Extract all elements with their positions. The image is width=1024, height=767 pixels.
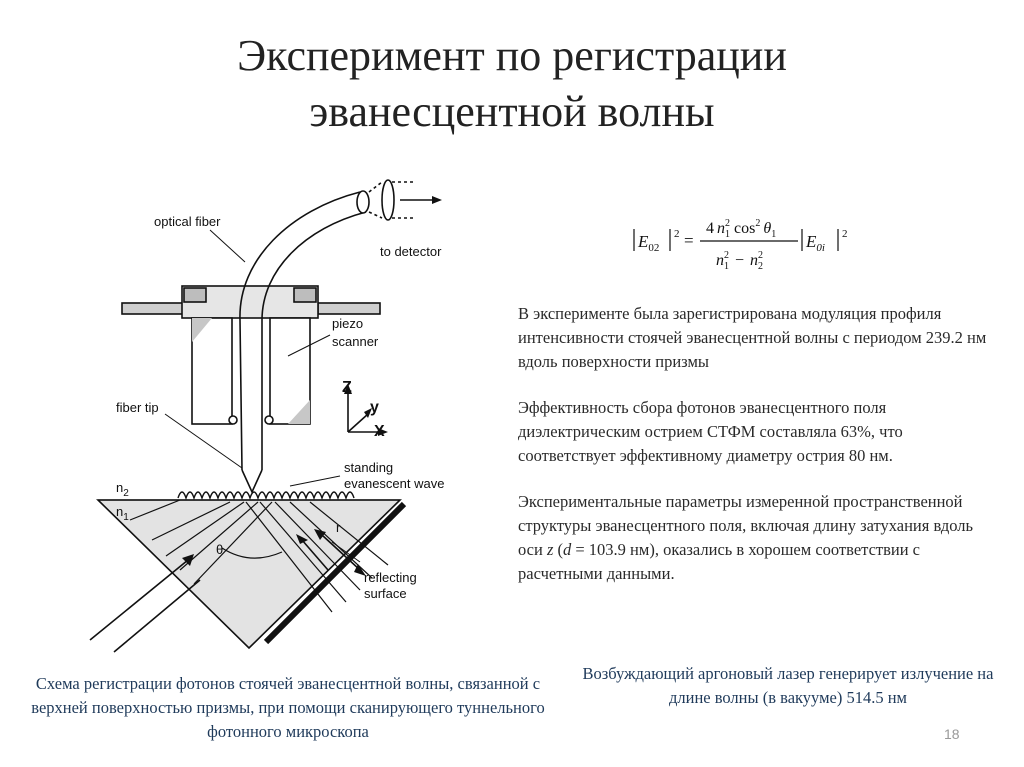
fiber-end	[356, 190, 370, 214]
svg-text:E02: E02	[637, 232, 659, 254]
paragraph-modulation: В эксперименте была зарегистрирована мод…	[518, 304, 987, 371]
label-surface: surface	[364, 586, 407, 601]
prism	[96, 499, 407, 650]
page-number: 18	[944, 726, 960, 742]
description-text: В эксперименте была зарегистрирована мод…	[518, 302, 988, 608]
standing-evanescent-wave	[177, 491, 355, 501]
mounting-plate-left	[121, 302, 185, 315]
svg-text:E0i: E0i	[805, 232, 825, 254]
svg-text:2: 2	[842, 228, 848, 240]
reflected-arrow	[321, 534, 361, 571]
axes-icon	[344, 384, 388, 436]
label-scanner: scanner	[332, 334, 379, 349]
reflecting-surface	[263, 501, 407, 645]
stfm-schematic-diagram: optical fiber to detector piezo scanner …	[89, 179, 444, 653]
paragraph-parameters: Экспериментальные параметры измеренной п…	[518, 492, 974, 583]
label-axis-x: X	[374, 423, 385, 440]
label-theta: θ	[216, 542, 223, 557]
piezo-scanner-left	[191, 317, 233, 425]
title-line-2: эванесцентной волны	[309, 87, 715, 136]
label-r: r	[336, 520, 341, 535]
mounting-plate-right	[317, 302, 381, 315]
incident-beam	[89, 529, 366, 653]
formula-lhs-e: E	[637, 232, 649, 251]
label-evanescent-wave: evanescent wave	[344, 476, 444, 491]
title-line-1: Эксперимент по регистрации	[237, 31, 787, 80]
formula-equals: =	[684, 231, 694, 250]
caption-laser: Возбуждающий аргоновый лазер генерирует …	[582, 664, 994, 707]
label-reflecting: reflecting	[364, 570, 417, 585]
label-axis-z: Z	[342, 379, 352, 396]
label-to-detector: to detector	[380, 244, 442, 259]
caption-schematic: Схема регистрации фотонов стоячей эванес…	[31, 674, 545, 741]
paragraph-efficiency: Эффективность сбора фотонов эванесцентно…	[518, 398, 903, 465]
optical-fiber	[239, 179, 442, 494]
label-fiber-tip: fiber tip	[116, 400, 159, 415]
slide-title: Эксперимент по регистрации эванесцентной…	[0, 28, 1024, 140]
label-optical-fiber: optical fiber	[154, 214, 221, 229]
detector-lens	[381, 179, 395, 221]
svg-text:2: 2	[674, 228, 680, 240]
label-n2: n2	[116, 480, 129, 499]
label-axis-y: y	[370, 399, 379, 416]
label-standing: standing	[344, 460, 393, 475]
fiber-tip	[241, 469, 263, 494]
label-piezo: piezo	[332, 316, 363, 331]
label-n1: n1	[116, 504, 129, 523]
formula-rhs-e: E	[805, 232, 817, 251]
